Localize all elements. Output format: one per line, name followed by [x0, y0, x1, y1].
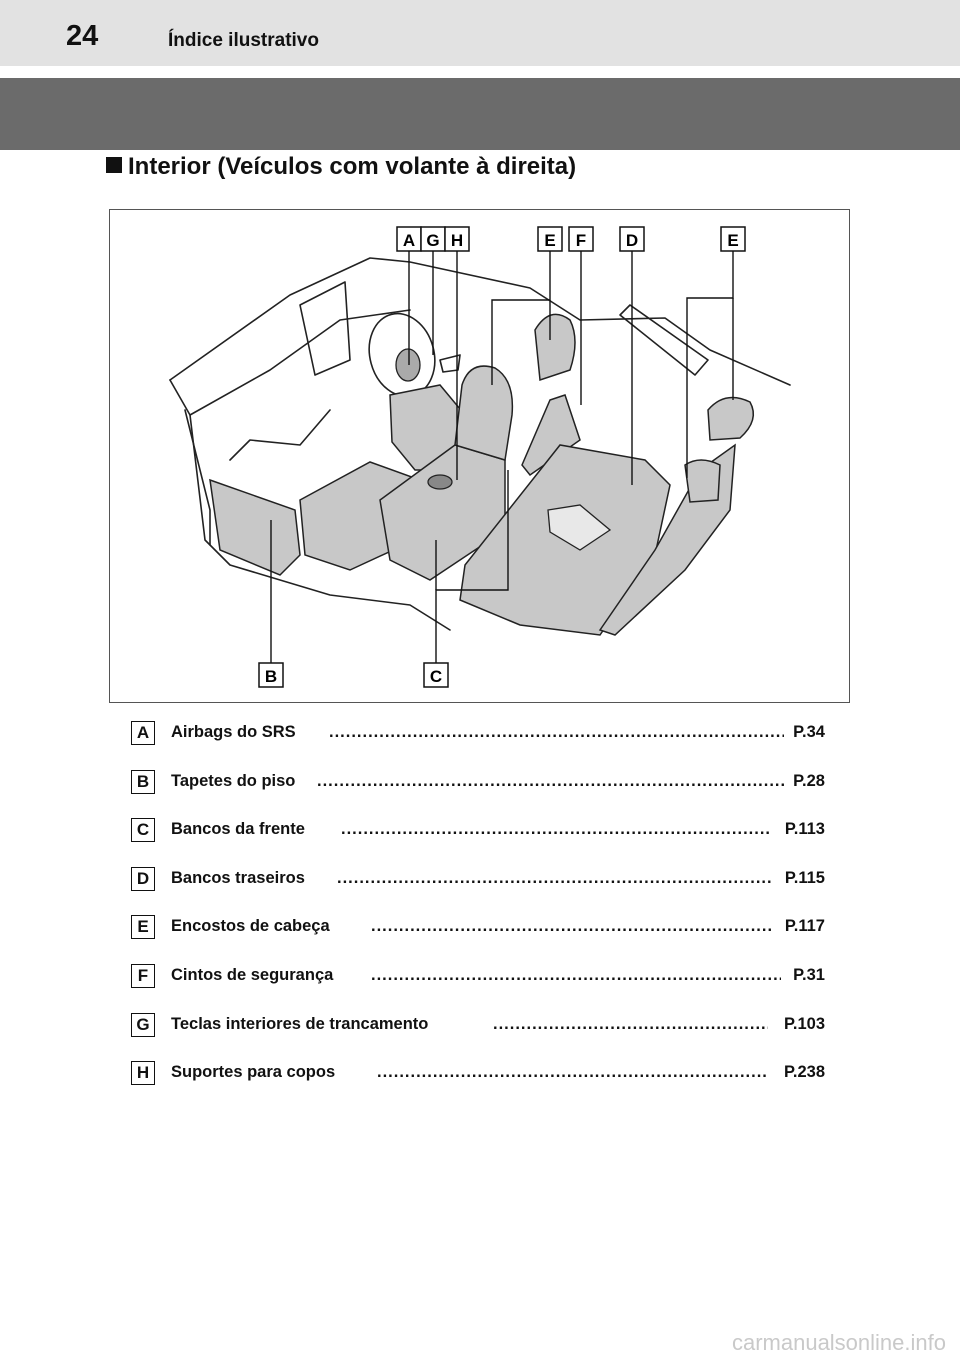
legend-letter: D — [131, 866, 155, 891]
list-item: D Bancos traseiros .....................… — [131, 864, 828, 913]
section-title: Interior (Veículos com volante à direita… — [128, 153, 577, 180]
legend-letter: H — [131, 1061, 155, 1086]
list-item: F Cintos de segurança ..................… — [131, 961, 828, 1010]
callout-H: H — [444, 226, 470, 252]
callout-F: F — [568, 226, 594, 252]
list-item: G Teclas interiores de trancamento .....… — [131, 1010, 828, 1059]
watermark: carmanualsonline.info — [731, 1330, 946, 1355]
callout-label: E — [727, 231, 738, 250]
legend-letter: G — [131, 1012, 155, 1037]
leader-dots: ........................................… — [329, 723, 784, 741]
legend-label: Tapetes do piso — [171, 771, 296, 790]
legend-page-ref: P.113 — [784, 820, 825, 839]
section-heading: Interior (Veículos com volante à direita… — [106, 153, 576, 181]
legend-list: A Airbags do SRS .......................… — [131, 718, 828, 1107]
header-bar: 24 Índice ilustrativo — [0, 0, 960, 66]
list-item: E Encostos de cabeça ...................… — [131, 912, 828, 961]
legend-label: Teclas interiores de trancamento — [171, 1014, 429, 1033]
callout-B: B — [258, 662, 284, 688]
header-title: Índice ilustrativo — [168, 30, 319, 51]
legend-letter: C — [131, 818, 155, 843]
callout-D: D — [619, 226, 645, 252]
callout-label: F — [576, 231, 586, 250]
list-item: A Airbags do SRS .......................… — [131, 718, 828, 767]
callout-E-rear: E — [720, 226, 746, 252]
legend-page-ref: P.117 — [784, 917, 825, 936]
legend-label: Encostos de cabeça — [171, 917, 330, 936]
leader-dots: ........................................… — [371, 965, 781, 984]
callout-E: E — [537, 226, 563, 252]
list-item: C Bancos da frente .....................… — [131, 815, 828, 864]
bullet-square-icon — [106, 157, 122, 173]
leader-dots: ........................................… — [493, 1014, 768, 1033]
legend-page-ref: P.115 — [784, 868, 825, 887]
car-interior-drawing: A G H E F D E B C — [169, 226, 791, 688]
callout-G: G — [420, 226, 446, 252]
callout-label: G — [426, 231, 439, 250]
callout-label: B — [265, 667, 277, 686]
list-item: B Tapetes do piso ......................… — [131, 767, 828, 816]
legend-page-ref: P.103 — [784, 1014, 825, 1033]
leader-dots: ........................................… — [377, 1063, 768, 1082]
legend-page-ref: P.238 — [784, 1063, 825, 1082]
callout-label: H — [451, 231, 463, 250]
section-band — [0, 78, 960, 150]
legend-label: Cintos de segurança — [171, 965, 334, 984]
legend-page-ref: P.28 — [793, 771, 825, 790]
legend-page-ref: P.31 — [793, 965, 825, 984]
callout-label: A — [403, 231, 415, 250]
legend-letter: B — [131, 769, 155, 794]
callout-label: D — [626, 231, 638, 250]
legend-label: Bancos traseiros — [171, 868, 305, 887]
legend-label: Bancos da frente — [171, 820, 305, 839]
leader-dots: ........................................… — [371, 917, 771, 936]
callout-C: C — [423, 662, 449, 688]
callout-label: E — [544, 231, 555, 250]
legend-label: Suportes para copos — [171, 1063, 336, 1082]
legend-letter: F — [131, 963, 155, 988]
legend-letter: E — [131, 915, 155, 940]
leader-dots: ........................................… — [337, 868, 771, 887]
legend-label: Airbags do SRS — [171, 723, 296, 741]
page-number: 24 — [66, 20, 99, 52]
callout-A: A — [396, 226, 422, 252]
list-item: H Suportes para copos ..................… — [131, 1058, 828, 1107]
leader-dots: ........................................… — [341, 820, 771, 839]
interior-illustration: A G H E F D E B C — [109, 209, 850, 703]
leader-dots: ........................................… — [317, 771, 784, 790]
callout-label: C — [430, 667, 442, 686]
legend-letter: A — [131, 721, 155, 745]
legend-page-ref: P.34 — [793, 723, 825, 741]
